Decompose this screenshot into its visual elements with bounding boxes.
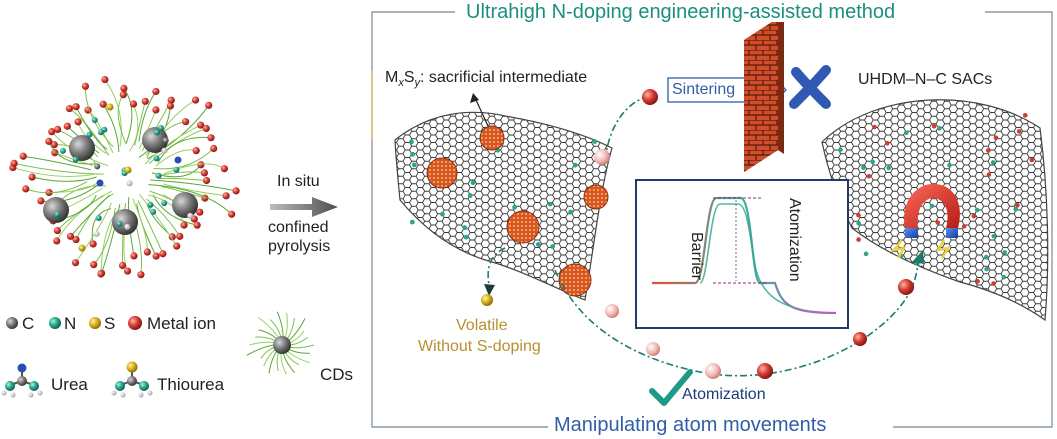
migrating-atoms	[481, 89, 914, 379]
inset-barrier-label: Barrier	[688, 232, 705, 281]
sintering-box	[667, 71, 787, 109]
thiourea-molecule-icon	[111, 361, 153, 398]
legend-label-thiourea: Thiourea	[157, 375, 225, 394]
mxsy-x: x	[398, 77, 404, 90]
legend-label-n: N	[64, 314, 77, 333]
bottom-title: Manipulating atom movements	[550, 415, 831, 435]
top-title: Ultrahigh N-doping engineering-assisted …	[462, 2, 900, 22]
mxsy-m: M	[385, 69, 399, 86]
legend-carbon-atom	[6, 317, 18, 329]
arrow-icon	[912, 250, 924, 264]
legend-nitrogen-atom	[49, 317, 61, 329]
step-label-line3: pyrolysis	[268, 238, 331, 255]
label-pointer-arrow	[470, 93, 489, 127]
arrow-icon	[484, 284, 495, 296]
legend-label-metal: Metal ion	[147, 314, 216, 333]
mxsy-label: MxSy: sacrificial intermediate	[385, 70, 587, 89]
energy-curve-low	[699, 203, 791, 307]
legend-label-cds: CDs	[320, 365, 354, 384]
mxsy-nanoparticles	[426, 125, 609, 297]
mxsy-y: y	[414, 77, 421, 90]
mxsy-rest: : sacrificial intermediate	[420, 69, 588, 86]
legend-symbols	[1, 311, 315, 398]
brick-wall-icon	[744, 18, 784, 172]
legend-metal-atom	[128, 316, 142, 330]
graphene-sheet-right	[821, 99, 1049, 322]
legend-label-urea: Urea	[51, 375, 88, 394]
panel-frame	[371, 11, 1053, 428]
legend-label-s: S	[104, 314, 116, 333]
magnet-icon	[890, 183, 960, 259]
check-icon	[649, 369, 693, 406]
volatile-label-line1: Volatile	[456, 317, 508, 334]
inset-atomization-label: Atomization	[786, 198, 803, 282]
atomization-label: Atomization	[682, 386, 766, 403]
sintering-label: Sintering	[672, 81, 736, 98]
energy-curve-high	[652, 196, 837, 315]
volatile-label-line2: Without S-doping	[418, 338, 541, 355]
precursor-cluster	[9, 75, 240, 279]
product-label: UHDM–N–C SACs	[858, 71, 993, 88]
energy-inset	[635, 179, 849, 329]
urea-molecule-icon	[1, 363, 43, 398]
legend-label-c: C	[22, 314, 35, 333]
arrow-icon	[270, 197, 338, 217]
mxsy-s: S	[403, 69, 415, 86]
step-label-line2: confined	[268, 219, 329, 236]
step-label-line1: In situ	[277, 173, 320, 190]
cross-icon	[789, 65, 831, 109]
carbon-dot-icon	[246, 311, 315, 375]
volatile-sulfur-atom	[481, 294, 493, 306]
legend-sulfur-atom	[89, 317, 101, 329]
